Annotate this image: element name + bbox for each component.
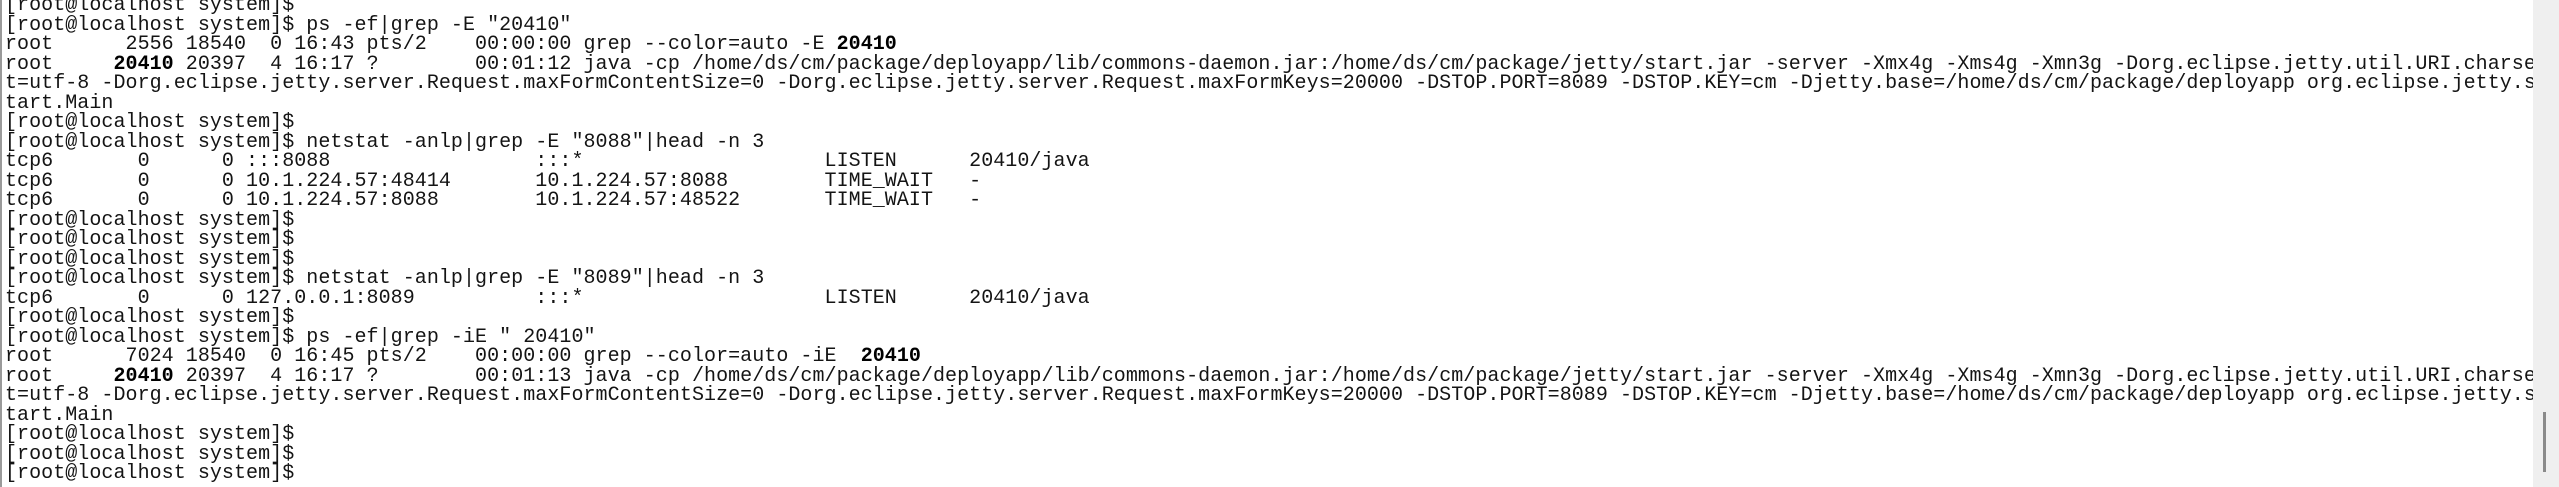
prompt-line: [root@localhost system]$: [5, 425, 2533, 445]
line-text: tcp6 0 0 10.1.224.57:48414 10.1.224.57:8…: [5, 169, 982, 193]
line-text: [root@localhost system]$ ps -ef|grep -E …: [5, 13, 572, 37]
line-text: [root@localhost system]$: [5, 0, 295, 17]
line-text: [root@localhost system]$: [5, 442, 295, 466]
terminal-line: tcp6 0 0 127.0.0.1:8089 :::* LISTEN 2041…: [5, 286, 2533, 310]
terminal-line: root 20410 20397 4 16:17 ? 00:01:13 java…: [5, 364, 2533, 388]
line-text: 20397 4 16:17 ? 00:01:12 java -cp /home/…: [173, 52, 2533, 76]
prompt-line: [root@localhost system]$: [5, 230, 2533, 250]
line-text: [root@localhost system]$: [5, 306, 295, 329]
terminal-line: tart.Main: [5, 91, 2533, 115]
prompt-line: [root@localhost system]$: [5, 442, 2533, 466]
line-text: [root@localhost system]$ netstat -anlp|g…: [5, 130, 765, 154]
line-text: [root@localhost system]$: [5, 423, 295, 446]
prompt-line: [root@localhost system]$: [5, 113, 2533, 133]
highlighted-match: 20410: [113, 52, 174, 76]
line-text: t=utf-8 -Dorg.eclipse.jetty.server.Reque…: [5, 72, 2533, 95]
line-text: root: [5, 52, 114, 76]
line-text: root: [5, 364, 114, 388]
prompt-line: [root@localhost system]$: [5, 464, 2533, 484]
command-line: [root@localhost system]$ ps -ef|grep -iE…: [5, 325, 2533, 349]
terminal-output[interactable]: [root@localhost system]$[root@localhost …: [5, 0, 2533, 484]
line-text: [root@localhost system]$ ps -ef|grep -iE…: [5, 325, 596, 349]
line-text: [root@localhost system]$: [5, 111, 295, 134]
terminal-line: t=utf-8 -Dorg.eclipse.jetty.server.Reque…: [5, 74, 2533, 94]
line-text: [root@localhost system]$: [5, 208, 295, 232]
line-text: root 7024 18540 0 16:45 pts/2 00:00:00 g…: [5, 345, 861, 368]
line-text: tcp6 0 0 :::8088 :::* LISTEN 20410/java: [5, 150, 1090, 173]
line-text: [root@localhost system]$: [5, 247, 295, 271]
command-line: [root@localhost system]$ ps -ef|grep -E …: [5, 13, 2533, 37]
terminal-line: root 20410 20397 4 16:17 ? 00:01:12 java…: [5, 52, 2533, 76]
line-text: tart.Main: [5, 91, 114, 115]
terminal-line: tcp6 0 0 10.1.224.57:48414 10.1.224.57:8…: [5, 169, 2533, 193]
prompt-line: [root@localhost system]$: [5, 247, 2533, 271]
line-text: [root@localhost system]$ netstat -anlp|g…: [5, 267, 765, 290]
scrollbar-thumb[interactable]: [2543, 412, 2546, 472]
line-text: [root@localhost system]$: [5, 228, 295, 251]
terminal-line: tcp6 0 0 10.1.224.57:8088 10.1.224.57:48…: [5, 191, 2533, 211]
prompt-line: [root@localhost system]$: [5, 208, 2533, 232]
line-text: t=utf-8 -Dorg.eclipse.jetty.server.Reque…: [5, 384, 2533, 407]
terminal-line: t=utf-8 -Dorg.eclipse.jetty.server.Reque…: [5, 386, 2533, 406]
highlighted-match: 20410: [836, 33, 897, 56]
command-line: [root@localhost system]$ netstat -anlp|g…: [5, 130, 2533, 154]
terminal-line: root 7024 18540 0 16:45 pts/2 00:00:00 g…: [5, 347, 2533, 367]
terminal-line: root 2556 18540 0 16:43 pts/2 00:00:00 g…: [5, 35, 2533, 55]
vertical-scrollbar[interactable]: [2533, 0, 2559, 487]
line-text: [root@localhost system]$: [5, 462, 295, 485]
prompt-line: [root@localhost system]$: [5, 0, 2533, 16]
line-text: tcp6 0 0 127.0.0.1:8089 :::* LISTEN 2041…: [5, 286, 1090, 310]
line-text: tcp6 0 0 10.1.224.57:8088 10.1.224.57:48…: [5, 189, 982, 212]
terminal-line: tcp6 0 0 :::8088 :::* LISTEN 20410/java: [5, 152, 2533, 172]
line-text: 20397 4 16:17 ? 00:01:13 java -cp /home/…: [173, 364, 2533, 388]
terminal-line: tart.Main: [5, 403, 2533, 427]
highlighted-match: 20410: [860, 345, 921, 368]
line-text: tart.Main: [5, 403, 114, 427]
prompt-line: [root@localhost system]$: [5, 308, 2533, 328]
command-line: [root@localhost system]$ netstat -anlp|g…: [5, 269, 2533, 289]
highlighted-match: 20410: [113, 364, 174, 388]
line-text: root 2556 18540 0 16:43 pts/2 00:00:00 g…: [5, 33, 837, 56]
